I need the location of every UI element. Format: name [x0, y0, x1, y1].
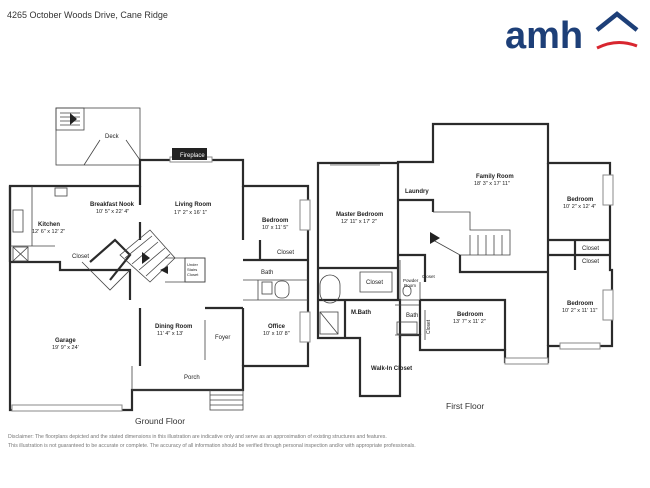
closet-right-1-label: Closet [582, 246, 599, 252]
family-room-label: Family Room [476, 174, 514, 180]
deck-label: Deck [105, 134, 120, 140]
dining-room-dims: 11' 4" x 13' [157, 331, 183, 337]
under-stairs-line1: Under [187, 262, 199, 267]
deck-stairs [55, 107, 85, 131]
small-closet-label: Closet [422, 274, 436, 279]
dining-room-label: Dining Room [155, 324, 192, 330]
ground-bedroom-closet-label: Closet [277, 250, 294, 256]
bedroom-top-label: Bedroom [567, 197, 593, 203]
first-floor-plan: Master Bedroom 12' 11" x 17' 2" Laundry … [316, 122, 614, 398]
ground-floor-outline [8, 158, 310, 412]
toilet-icon [274, 280, 290, 299]
bedroom-mid-label: Bedroom [457, 312, 483, 318]
laundry-label: Laundry [405, 189, 429, 195]
stove-icon [12, 209, 24, 233]
ground-bedroom-label: Bedroom [262, 218, 288, 224]
bedroom-mid-dims: 13' 7" x 11' 2" [453, 319, 486, 325]
bedroom-top-dims: 10' 2" x 12' 4" [563, 204, 596, 210]
foyer-label: Foyer [215, 335, 230, 341]
master-shower-icon [319, 311, 339, 335]
logo-text: amh [505, 15, 583, 53]
office-dims: 10' x 10' 8" [263, 331, 290, 337]
hall-bath-label: Bath [406, 313, 418, 319]
master-bedroom-dims: 12' 11" x 17' 2" [341, 219, 377, 225]
office-label: Office [268, 324, 286, 330]
master-bedroom-label: Master Bedroom [336, 212, 383, 218]
bedroom-bottom-dims: 10' 2" x 11' 11" [562, 308, 598, 314]
deck-stairs-arrow-icon [70, 113, 77, 125]
first-stairs [432, 211, 511, 256]
breakfast-nook-label: Breakfast Nook [90, 202, 135, 208]
kitchen-closet-label: Closet [72, 254, 89, 260]
breakfast-nook-dims: 10' 5" x 22' 4" [96, 209, 129, 215]
living-room-label: Living Room [175, 202, 211, 208]
disclaimer-line-1: Disclaimer: The floorplans depicted and … [8, 434, 387, 440]
master-closet-label: Closet [366, 280, 383, 286]
ground-floor-plan: Deck Fireplace Breakfast Nook 10' 5" x 2… [8, 107, 311, 412]
bedroom-mid-closet-label: Closet [426, 319, 432, 334]
master-bath-label: M.Bath [351, 310, 371, 316]
disclaimer: Disclaimer: The floorplans depicted and … [8, 433, 638, 451]
hall-tub-icon [396, 321, 418, 335]
garage-label: Garage [55, 338, 76, 344]
powder-room-line2: Room [404, 283, 416, 288]
disclaimer-line-2: This illustration is not guaranteed to b… [8, 443, 416, 449]
logo-roof-icon [595, 11, 639, 32]
master-tub-icon [319, 274, 341, 304]
closet-right-2-label: Closet [582, 259, 599, 265]
ground-bath-label: Bath [261, 270, 273, 276]
kitchen-dims: 12' 6" x 12' 2" [32, 229, 65, 235]
bath-sink-icon [261, 281, 273, 295]
garage-dims: 19' 9" x 24' [52, 345, 79, 351]
walk-in-closet-label: Walk-In Closet [371, 366, 412, 372]
deck [55, 107, 141, 166]
powder-toilet-icon [402, 285, 412, 297]
property-address: 4265 October Woods Drive, Cane Ridge [7, 10, 168, 20]
bedroom-bottom-label: Bedroom [567, 301, 593, 307]
fireplace [172, 148, 207, 160]
under-stairs-line2: Stairs [187, 267, 197, 272]
fireplace-label: Fireplace [180, 153, 205, 159]
living-room-dims: 17' 2" x 16' 1" [174, 210, 207, 216]
ground-bedroom-dims: 10' x 11' 5" [262, 225, 288, 231]
fridge-icon [12, 246, 29, 262]
powder-room-line1: Powder [403, 278, 419, 283]
ground-floor-label: Ground Floor [135, 416, 186, 426]
first-floor-label: First Floor [446, 401, 485, 411]
under-stairs-line3: Closet [187, 272, 199, 277]
kitchen-label: Kitchen [38, 222, 60, 228]
family-room-dims: 18' 3" x 17' 11" [474, 181, 510, 187]
amh-logo: amh [505, 11, 639, 53]
logo-swoosh-icon [596, 41, 638, 50]
porch-label: Porch [184, 375, 200, 381]
sink-icon [54, 187, 68, 197]
